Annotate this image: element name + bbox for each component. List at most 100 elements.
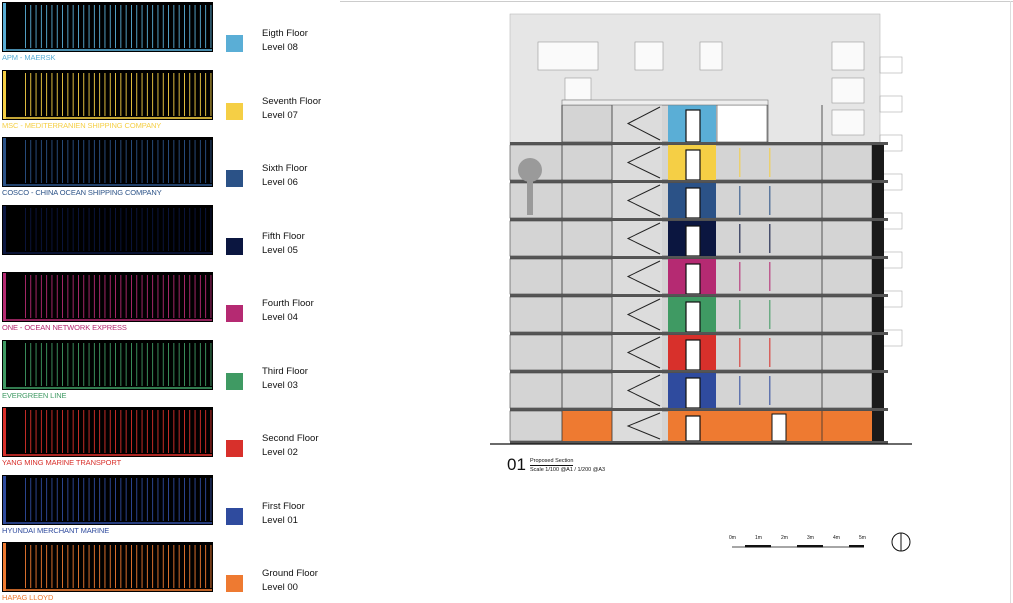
facade-panel	[872, 221, 884, 256]
color-accent-line	[739, 262, 741, 291]
lift-door	[685, 339, 701, 371]
color-accent-line	[769, 338, 771, 367]
stair-flight	[626, 374, 661, 407]
color-accent-line	[739, 338, 741, 367]
facade-panel	[872, 183, 884, 218]
background-balcony	[879, 56, 903, 74]
color-accent-line	[739, 186, 741, 215]
tree-icon	[518, 158, 542, 182]
floor-color-swatch	[226, 575, 243, 592]
floor-slab	[510, 332, 888, 335]
background-balcony	[879, 95, 903, 113]
floor-color-swatch	[226, 372, 243, 390]
frame-top-border	[340, 1, 1013, 2]
lift-door	[685, 187, 701, 219]
floor-color-swatch	[226, 35, 243, 52]
stair-flight	[626, 184, 661, 217]
floor-slab	[510, 441, 888, 444]
level-name: Level 08	[262, 42, 298, 53]
level-name: Level 05	[262, 244, 298, 256]
floor-slab	[510, 370, 888, 373]
ground-floor-retail	[562, 411, 612, 441]
stair-core	[612, 373, 662, 408]
color-accent-line	[769, 148, 771, 177]
container-company-label: HAPAG LLOYD	[2, 593, 54, 602]
floor-slab	[510, 142, 888, 145]
ground-floor-retail	[716, 411, 872, 441]
shipping-container	[2, 2, 213, 52]
background-window	[537, 41, 599, 71]
floor-color-swatch	[226, 237, 243, 255]
floor-name: Ground Floor	[262, 568, 318, 579]
floor-slab	[510, 256, 888, 259]
facade-panel	[872, 373, 884, 408]
stair-flight	[626, 412, 661, 440]
scale-bar-segment	[797, 545, 823, 548]
color-accent-line	[739, 376, 741, 405]
facade-panel	[872, 411, 884, 441]
roof-plant-room	[716, 104, 768, 143]
stair-core	[612, 145, 662, 180]
floor-name: Fourth Floor	[262, 298, 314, 309]
stair-flight	[626, 260, 661, 293]
stair-flight	[626, 106, 661, 141]
level-name: Level 07	[262, 109, 298, 121]
stair-flight	[626, 222, 661, 255]
facade-panel	[872, 145, 884, 180]
container-company-label: ONE - OCEAN NETWORK EXPRESS	[2, 323, 127, 332]
stair-core	[612, 221, 662, 256]
container-company-label: YANG MING MARINE TRANSPORT	[2, 458, 122, 467]
background-window	[634, 41, 664, 71]
floor-name: Eigth Floor	[262, 28, 308, 39]
stair-core	[612, 297, 662, 332]
floor-slab	[510, 408, 888, 411]
stair-core	[612, 183, 662, 218]
background-window	[699, 41, 723, 71]
color-accent-line	[769, 262, 771, 291]
shipping-container	[2, 137, 213, 187]
tree-trunk	[527, 180, 533, 215]
color-accent-line	[769, 224, 771, 253]
color-accent-line	[739, 300, 741, 329]
background-window	[831, 41, 865, 71]
background-window	[831, 109, 865, 136]
stair-flight	[626, 336, 661, 369]
color-accent-line	[769, 300, 771, 329]
floor-color-swatch	[226, 507, 243, 525]
level-name: Level 00	[262, 582, 298, 593]
scale-bar-label: 5m	[859, 535, 866, 541]
floor-name: Third Floor	[262, 365, 308, 377]
shipping-container	[2, 272, 213, 322]
lift-door	[685, 263, 701, 295]
color-accent-line	[769, 376, 771, 405]
background-window	[564, 77, 592, 101]
scale-bar-segment	[745, 545, 771, 548]
floor-name: First Floor	[262, 500, 305, 512]
drawing-number: 01	[507, 455, 526, 474]
shipping-container	[2, 204, 213, 255]
roof-parapet	[561, 99, 769, 106]
scale-bar-segment	[849, 545, 864, 548]
scale-bar-label: 2m	[781, 535, 788, 541]
floor-slab	[510, 218, 888, 221]
level-name: Level 06	[262, 177, 298, 188]
level-name: Level 04	[262, 312, 298, 323]
shipping-container	[2, 339, 213, 390]
floor-name: Second Floor	[262, 433, 319, 444]
floor-slab	[510, 180, 888, 183]
drawing-title: Proposed Section	[530, 458, 574, 466]
facade-panel	[872, 259, 884, 294]
stair-core	[612, 105, 662, 142]
color-accent-line	[739, 224, 741, 253]
lift-door	[685, 109, 701, 143]
lift-door	[685, 377, 701, 409]
facade-panel	[872, 297, 884, 332]
lift-door	[685, 225, 701, 257]
